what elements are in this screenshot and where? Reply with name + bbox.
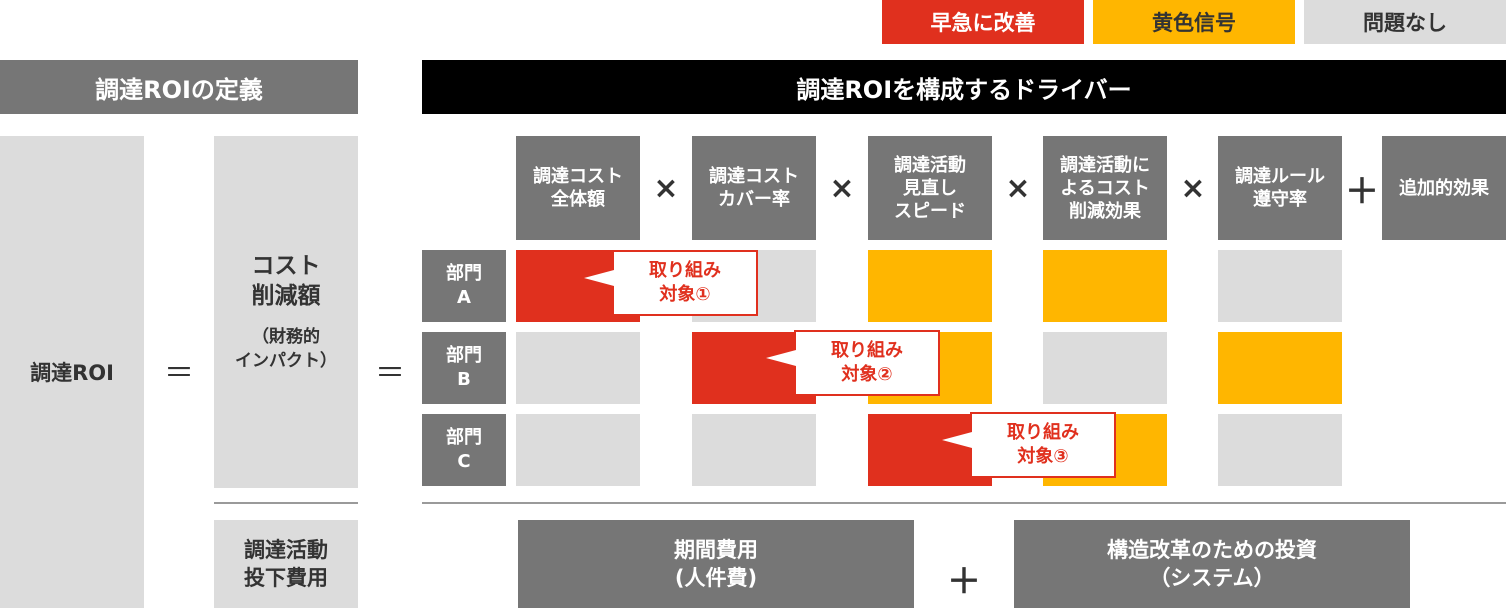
status-cell-total-cost [516, 414, 640, 486]
callout-tail [942, 432, 972, 448]
driver-review-speed: 調達活動 見直し スピード [868, 136, 992, 240]
separator-left [214, 502, 358, 504]
times-operator: × [829, 170, 855, 206]
separator-right [422, 502, 1506, 504]
callout-target-1-line2: 対象① [659, 284, 711, 305]
cost-reduction-title-line2: 削減額 [251, 283, 321, 309]
driver-coverage-line1: 調達コスト [709, 166, 799, 187]
cost-reduction-title: コスト 削減額 [252, 251, 321, 311]
callout-target-2-line1: 取り組み [831, 340, 903, 361]
plus-operator: ＋ [1345, 171, 1379, 212]
driver-review-speed-line1: 調達活動 [894, 154, 966, 176]
legend-urgent: 早急に改善 [882, 0, 1084, 44]
period-cost-box: 期間費用 (人件費) [518, 520, 914, 608]
status-cell-compliance [1218, 250, 1342, 322]
period-cost-line2: (人件費) [674, 566, 758, 590]
callout-target-2: 取り組み 対象② [766, 330, 940, 396]
cost-reduction-sub-line1: （財務的 [252, 327, 320, 347]
department-b: 部門 B [422, 332, 506, 404]
department-c-label: 部門 [446, 427, 482, 448]
legend-yellow: 黄色信号 [1093, 0, 1295, 44]
status-cell-compliance [1218, 414, 1342, 486]
equals-sign-2: ＝ [375, 356, 405, 391]
status-cell-coverage [692, 414, 816, 486]
times-operator: × [653, 170, 679, 206]
driver-review-speed-line2: 見直し [903, 177, 957, 199]
equals-sign: ＝ [164, 356, 194, 391]
driver-reduction-effect-line1: 調達活動に [1060, 154, 1150, 176]
callout-target-3: 取り組み 対象③ [942, 412, 1116, 478]
activity-cost-box: 調達活動 投下費用 [214, 520, 358, 608]
driver-reduction-effect-line2: よるコスト [1060, 177, 1150, 199]
callout-tail [766, 350, 796, 366]
drivers-header: 調達ROIを構成するドライバー [422, 60, 1506, 114]
department-a-letter: A [457, 287, 471, 308]
driver-total-cost-line2: 全体額 [551, 189, 605, 210]
driver-coverage-line2: カバー率 [718, 189, 790, 210]
driver-total-cost: 調達コスト 全体額 [516, 136, 640, 240]
callout-target-3-line1: 取り組み [1007, 422, 1079, 443]
cost-reduction-sub-line2: インパクト） [235, 351, 337, 371]
department-c-letter: C [457, 451, 471, 472]
callout-target-2-line2: 対象② [841, 364, 893, 385]
plus-operator: ＋ [947, 561, 981, 602]
department-a-label: 部門 [446, 263, 482, 284]
callout-target-1: 取り組み 対象① [584, 250, 758, 316]
activity-cost-line2: 投下費用 [244, 566, 328, 590]
status-cell-total-cost [516, 332, 640, 404]
driver-compliance-line2: 遵守率 [1253, 189, 1307, 210]
callout-tail [584, 270, 614, 286]
roi-box: 調達ROI [0, 136, 144, 608]
activity-cost-line1: 調達活動 [244, 538, 328, 562]
cost-reduction-box: コスト 削減額 （財務的 インパクト） [214, 136, 358, 488]
cost-reduction-sub: （財務的 インパクト） [235, 325, 337, 373]
callout-target-1-line1: 取り組み [649, 260, 721, 281]
times-operator: × [1005, 170, 1031, 206]
definition-header: 調達ROIの定義 [0, 60, 358, 114]
driver-compliance-line1: 調達ルール [1235, 166, 1325, 187]
structural-investment-box: 構造改革のための投資 （システム） [1014, 520, 1410, 608]
driver-compliance: 調達ルール 遵守率 [1218, 136, 1342, 240]
structural-investment-line2: （システム） [1149, 566, 1275, 590]
status-cell-reduction-effect [1043, 332, 1167, 404]
callout-target-3-line2: 対象③ [1017, 446, 1069, 467]
structural-investment-line1: 構造改革のための投資 [1107, 538, 1317, 562]
driver-coverage: 調達コスト カバー率 [692, 136, 816, 240]
driver-reduction-effect: 調達活動に よるコスト 削減効果 [1043, 136, 1167, 240]
period-cost-line1: 期間費用 [674, 538, 758, 562]
legend-ok: 問題なし [1304, 0, 1506, 44]
department-b-label: 部門 [446, 345, 482, 366]
status-cell-reduction-effect [1043, 250, 1167, 322]
status-cell-review-speed [868, 250, 992, 322]
driver-reduction-effect-line3: 削減効果 [1069, 200, 1141, 222]
cost-reduction-title-line1: コスト [251, 253, 321, 279]
department-c: 部門 C [422, 414, 506, 486]
department-a: 部門 A [422, 250, 506, 322]
driver-total-cost-line1: 調達コスト [533, 166, 623, 187]
driver-review-speed-line3: スピード [894, 200, 966, 222]
times-operator: × [1180, 170, 1206, 206]
driver-additional-effect-line1: 追加的効果 [1399, 177, 1489, 199]
department-b-letter: B [457, 369, 471, 390]
status-cell-compliance [1218, 332, 1342, 404]
driver-additional-effect: 追加的効果 [1382, 136, 1506, 240]
